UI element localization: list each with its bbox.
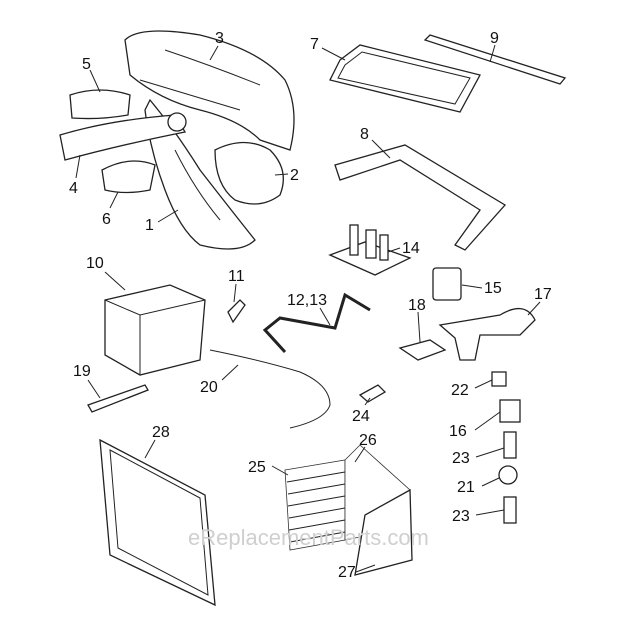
label-6: 6 xyxy=(102,211,111,228)
gas-valve-illustration xyxy=(104,284,206,376)
label-12-13: 12,13 xyxy=(287,292,327,309)
door-frame-illustration xyxy=(99,438,216,607)
label-8: 8 xyxy=(360,126,369,143)
label-27: 27 xyxy=(338,564,356,581)
label-1: 1 xyxy=(145,217,154,234)
label-23a: 23 xyxy=(452,450,470,467)
brick-panels-illustration xyxy=(284,444,413,576)
panel-illustration xyxy=(334,144,507,251)
label-28: 28 xyxy=(152,424,170,441)
label-22: 22 xyxy=(451,382,469,399)
switch-illustration xyxy=(432,267,462,301)
label-3: 3 xyxy=(215,30,224,47)
tube-illustration xyxy=(262,292,371,354)
fittings-illustration xyxy=(491,371,521,524)
label-25: 25 xyxy=(248,459,266,476)
label-2: 2 xyxy=(290,167,299,184)
label-11: 11 xyxy=(228,268,245,285)
label-9: 9 xyxy=(490,30,499,47)
gasket-illustration xyxy=(398,339,447,361)
leader-lines xyxy=(75,44,541,573)
bracket-illustration xyxy=(423,34,567,85)
label-5: 5 xyxy=(82,56,91,73)
fitting-illustration xyxy=(227,299,246,324)
label-10: 10 xyxy=(86,255,104,272)
label-16: 16 xyxy=(449,423,467,440)
label-4: 4 xyxy=(69,180,78,197)
clip-illustration xyxy=(358,384,387,403)
label-21: 21 xyxy=(457,479,475,496)
burner-tray-illustration xyxy=(329,44,481,113)
label-15: 15 xyxy=(484,280,502,297)
pilot-assembly-illustration xyxy=(328,224,412,276)
pipe-illustration xyxy=(438,308,536,361)
label-14: 14 xyxy=(402,240,420,257)
label-17: 17 xyxy=(534,286,552,303)
label-20: 20 xyxy=(200,379,218,396)
label-18: 18 xyxy=(408,297,426,314)
watermark: eReplacementParts.com xyxy=(188,525,429,550)
log-set-illustration xyxy=(59,30,295,250)
label-23b: 23 xyxy=(452,508,470,525)
label-19: 19 xyxy=(73,363,91,380)
thermocouple-illustration xyxy=(87,384,149,413)
wire-harness-illustration xyxy=(209,349,331,429)
label-7: 7 xyxy=(310,36,319,53)
label-24: 24 xyxy=(352,408,370,425)
label-26: 26 xyxy=(359,432,377,449)
